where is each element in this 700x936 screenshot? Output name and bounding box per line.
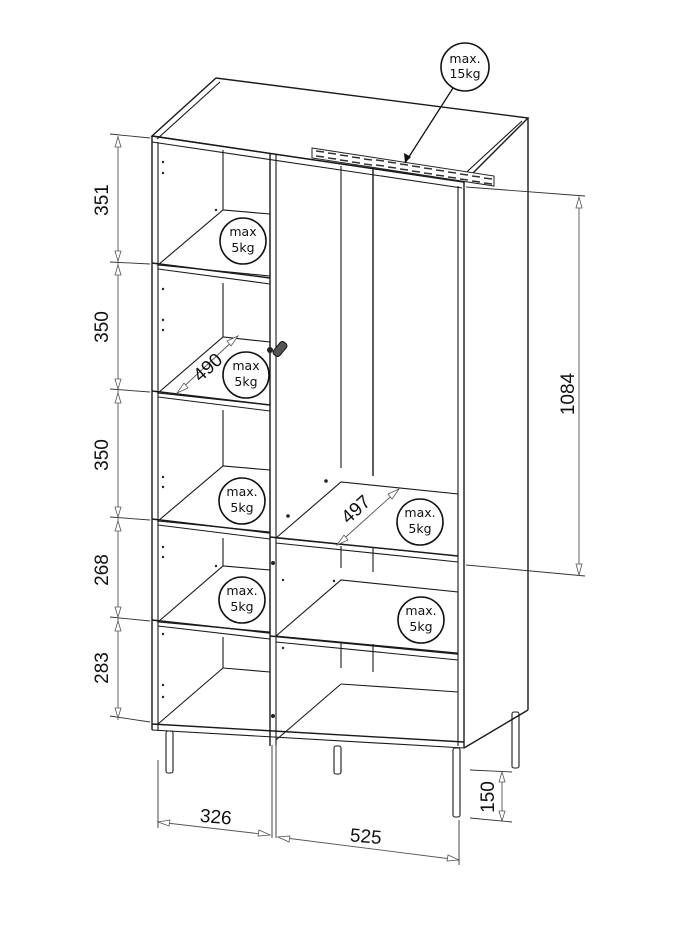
door-handle-icon <box>267 341 288 357</box>
svg-text:5kg: 5kg <box>230 500 253 515</box>
dim-150: 150 <box>478 781 499 813</box>
dim-326: 326 <box>199 806 232 830</box>
hanging-rail <box>311 87 495 187</box>
badge-left-shelf-4: max. 5kg <box>218 576 266 624</box>
badge-left-shelf-3: max. 5kg <box>218 477 266 525</box>
dim-283: 283 <box>92 652 113 684</box>
svg-text:5kg: 5kg <box>230 599 253 614</box>
left-shelves <box>151 160 271 699</box>
svg-text:max.: max. <box>226 583 257 598</box>
leg-height-dimension: 150 <box>469 769 513 823</box>
dim-351: 351 <box>92 184 113 216</box>
svg-text:max.: max. <box>404 505 435 520</box>
svg-text:5kg: 5kg <box>231 240 254 255</box>
legs <box>165 711 520 818</box>
dim-350-a: 350 <box>92 311 113 343</box>
svg-text:5kg: 5kg <box>409 619 432 634</box>
dim-497: 497 <box>338 492 376 529</box>
svg-text:max.: max. <box>405 603 436 618</box>
svg-text:max: max <box>229 224 256 239</box>
dim-490: 490 <box>190 350 228 387</box>
svg-text:max: max <box>232 358 259 373</box>
badge-left-shelf-2: max 5kg <box>222 351 270 399</box>
svg-text:15kg: 15kg <box>449 66 480 81</box>
left-height-dimensions: 351 350 350 268 283 <box>92 133 151 723</box>
svg-text:5kg: 5kg <box>408 521 431 536</box>
badge-left-shelf-1: max 5kg <box>219 217 267 265</box>
badge-right-shelf-1: max. 5kg <box>396 498 444 546</box>
badge-right-shelf-2: max. 5kg <box>397 596 445 644</box>
svg-text:max.: max. <box>449 51 480 66</box>
right-height-dimension: 1084 <box>465 186 586 577</box>
shelf-depth-dimensions: 490 497 <box>175 335 401 546</box>
svg-text:max.: max. <box>226 484 257 499</box>
dim-1084: 1084 <box>558 372 579 415</box>
width-dimensions: 326 525 <box>156 745 461 865</box>
dim-268: 268 <box>92 554 113 586</box>
badge-rail-15kg: max. 15kg <box>440 42 490 92</box>
svg-text:5kg: 5kg <box>234 374 257 389</box>
dim-525: 525 <box>349 825 382 849</box>
dim-350-b: 350 <box>92 439 113 471</box>
right-shelves <box>269 479 459 718</box>
